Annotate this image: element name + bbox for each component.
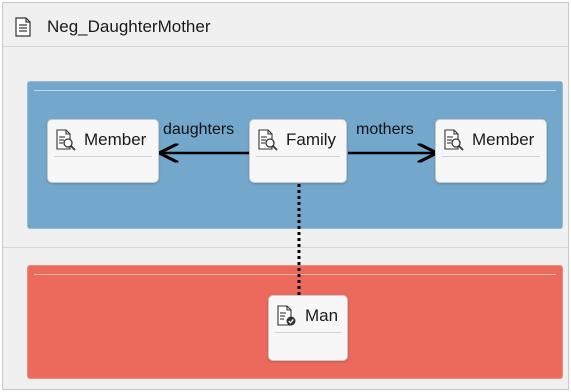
edge-label-mothers: mothers [356,121,414,138]
query-document-icon [444,129,464,151]
node-label: Member [472,130,535,149]
panel-divider [3,247,568,248]
diagram-header: Neg_DaughterMother [3,3,568,47]
edges-layer [3,3,570,295]
panel-highlight-line [34,274,556,275]
node-label: Member [84,130,147,149]
node-separator [256,156,340,157]
panel-highlight-line [34,90,556,91]
node-man[interactable]: Man [268,295,348,361]
diagram-title: Neg_DaughterMother [47,17,211,36]
node-separator [275,332,341,333]
document-icon [15,17,31,37]
node-separator [442,156,540,157]
query-document-icon [56,129,76,151]
node-member-left[interactable]: Member [47,119,159,183]
node-member-right[interactable]: Member [435,119,547,183]
node-label: Family [286,130,337,149]
document-check-icon [277,305,296,326]
node-separator [54,156,152,157]
node-label: Man [305,306,339,325]
edge-label-daughters: daughters [163,121,235,138]
query-document-icon [258,129,278,151]
node-family[interactable]: Family [249,119,347,183]
